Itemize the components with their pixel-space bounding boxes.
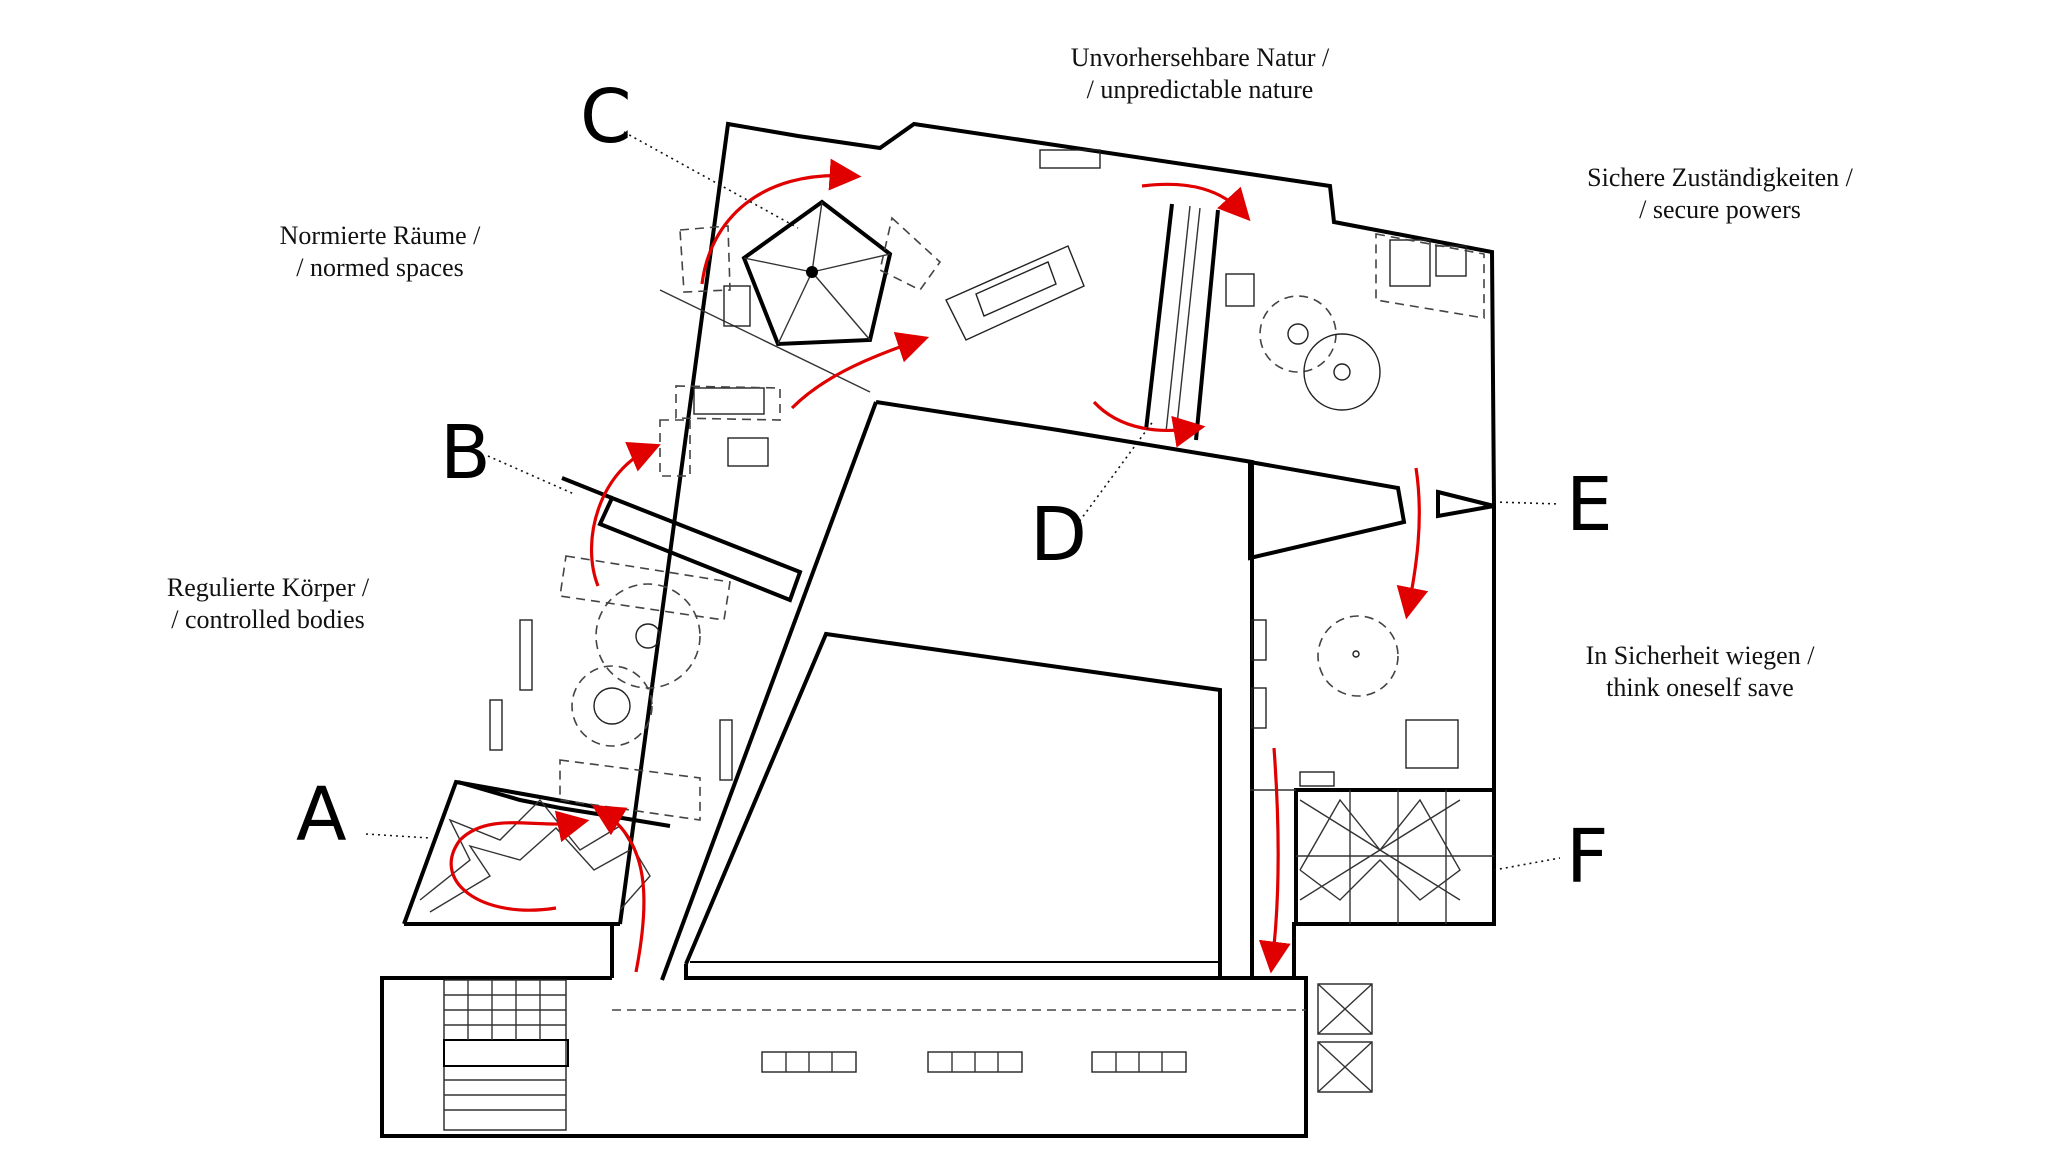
zone-label-unvorhersehbare-line1: Unvorhersehbare Natur / bbox=[1071, 43, 1330, 72]
flow-arrow-e bbox=[1396, 467, 1429, 620]
zone-label-unvorhersehbare: Unvorhersehbare Natur / / unpredictable … bbox=[1071, 43, 1330, 104]
flow-arrow-b-lower bbox=[590, 442, 661, 587]
section-label-c: C bbox=[580, 74, 632, 160]
furniture bbox=[443, 149, 1485, 1131]
flow-arrow-f bbox=[1258, 747, 1291, 974]
section-label-a: A bbox=[296, 772, 347, 858]
section-label-b: B bbox=[440, 410, 491, 496]
zone-label-normierte: Normierte Räume / / normed spaces bbox=[280, 221, 481, 282]
zone-label-regulierte-line1: Regulierte Körper / bbox=[167, 573, 370, 602]
zone-label-sicherheit-line1: In Sicherheit wiegen / bbox=[1586, 641, 1816, 670]
leader-lines bbox=[365, 131, 1561, 871]
flow-arrow-a-zigzag bbox=[449, 810, 590, 912]
zone-label-sicherheit: In Sicherheit wiegen / think oneself sav… bbox=[1586, 641, 1816, 702]
zone-label-normierte-line2: / normed spaces bbox=[296, 253, 464, 282]
flow-arrow-c bbox=[700, 158, 862, 285]
flow-arrow-d-top bbox=[1141, 182, 1251, 222]
zone-label-normierte-line1: Normierte Räume / bbox=[280, 221, 481, 250]
section-label-e: E bbox=[1566, 462, 1613, 548]
zone-label-unvorhersehbare-line2: / unpredictable nature bbox=[1087, 75, 1314, 104]
zone-label-regulierte-line2: / controlled bodies bbox=[171, 605, 365, 634]
section-f-structure bbox=[1296, 790, 1494, 924]
flow-arrow-a bbox=[591, 805, 646, 973]
zone-label-sicherheit-line2: think oneself save bbox=[1606, 673, 1794, 702]
interior-walls bbox=[457, 199, 1496, 1011]
zone-label-regulierte: Regulierte Körper / / controlled bodies bbox=[167, 573, 370, 634]
zone-label-sichere-line2: / secure powers bbox=[1639, 195, 1801, 224]
flow-arrow-d-bottom bbox=[1092, 400, 1206, 448]
section-a-zigzag bbox=[419, 798, 651, 913]
section-label-d: D bbox=[1030, 492, 1087, 578]
section-label-f: F bbox=[1566, 814, 1609, 900]
flow-arrow-b-upper bbox=[790, 331, 930, 410]
zone-label-sichere: Sichere Zuständigkeiten / / secure power… bbox=[1587, 163, 1853, 224]
zone-label-sichere-line1: Sichere Zuständigkeiten / bbox=[1587, 163, 1853, 192]
visitor-flow-arrows bbox=[449, 158, 1429, 974]
